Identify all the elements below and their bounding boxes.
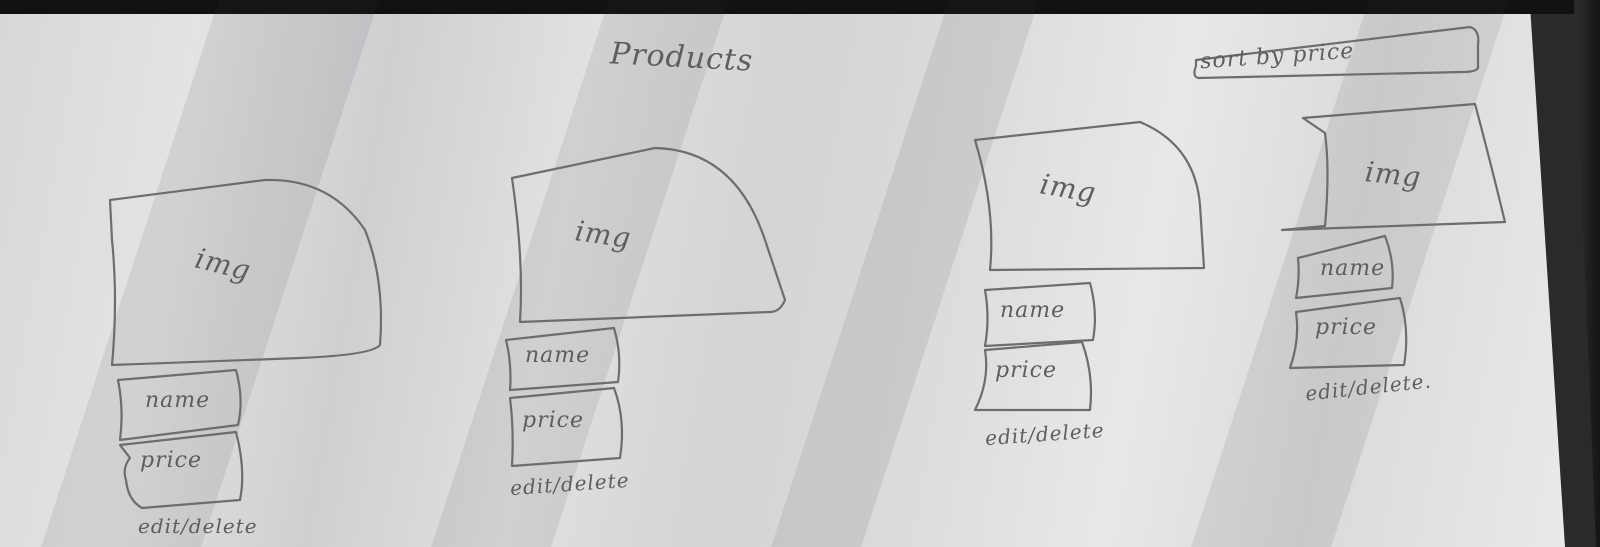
card-2-price-field: price bbox=[522, 408, 584, 433]
card-1-edit-delete-links[interactable]: edit/delete bbox=[138, 514, 258, 538]
card-3-price-field: price bbox=[995, 358, 1057, 383]
card-4-image-placeholder: img bbox=[1363, 155, 1424, 194]
background-edge-top bbox=[0, 0, 1600, 14]
card-3-image-frame bbox=[973, 120, 1206, 272]
card-4-name-box bbox=[1294, 234, 1394, 300]
card-4-price-box bbox=[1288, 296, 1408, 370]
card-1-image-frame bbox=[108, 178, 383, 367]
page-title: Products bbox=[609, 36, 755, 79]
card-3-name-field: name bbox=[1000, 298, 1066, 323]
card-4-name-field: name bbox=[1320, 256, 1386, 281]
card-1-price-box bbox=[118, 430, 244, 510]
card-1-name-box bbox=[116, 368, 242, 442]
card-1-price-field: price bbox=[140, 448, 202, 473]
card-3-price-box bbox=[973, 340, 1093, 412]
card-4-image-frame bbox=[1280, 102, 1507, 232]
card-4-price-field: price bbox=[1315, 315, 1377, 340]
card-2-name-box bbox=[504, 326, 621, 392]
card-2-name-field: name bbox=[525, 343, 591, 368]
sketch-paper bbox=[0, 14, 1565, 547]
card-3-name-box bbox=[983, 281, 1097, 348]
card-2-image-frame bbox=[510, 146, 787, 324]
card-2-price-box bbox=[508, 386, 624, 468]
card-1-name-field: name bbox=[145, 388, 211, 413]
sort-button-outline bbox=[1193, 25, 1480, 80]
